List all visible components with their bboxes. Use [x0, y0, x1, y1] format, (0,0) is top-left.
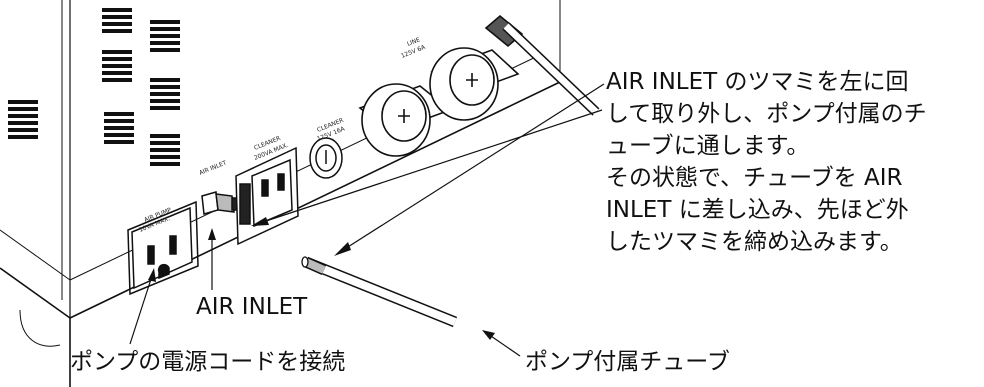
air-inlet-label: AIR INLET [196, 294, 308, 320]
line-marking: LINE [406, 36, 421, 48]
line-rating-marking: 125V 6A [400, 44, 427, 60]
instruction-callout: AIR INLET のツマミを左に回 して取り外し、ポンプ付属のチ ューブに通し… [606, 66, 927, 258]
power-cord-label: ポンプの電源コードを接続 [70, 349, 346, 375]
air-inlet-fitting [201, 191, 241, 215]
instruction-line: INLET に差し込み、先ほど外 [606, 197, 909, 223]
air-pump-outlet [127, 200, 199, 296]
power-cord [484, 14, 600, 116]
instruction-line: ューブに通します。 [606, 133, 810, 159]
pump-tube [301, 256, 458, 328]
instruction-line: して取り外し、ポンプ付属のチ [606, 101, 927, 127]
arrowheads [148, 217, 495, 340]
instruction-line: AIR INLET のツマミを左に回 [606, 69, 909, 95]
instruction-line: したツマミを締め込みます。 [606, 229, 903, 255]
fuse-holders [358, 47, 520, 157]
cleaner-outlet [235, 146, 299, 246]
instruction-line: その状態で、チューブを AIR [606, 165, 903, 191]
leader-lines [129, 83, 605, 357]
cleaner-switch [309, 137, 343, 179]
tube-label: ポンプ付属チューブ [525, 349, 730, 375]
air-inlet-marking: AIR INLET [198, 159, 228, 176]
vent-slots [8, 8, 180, 166]
